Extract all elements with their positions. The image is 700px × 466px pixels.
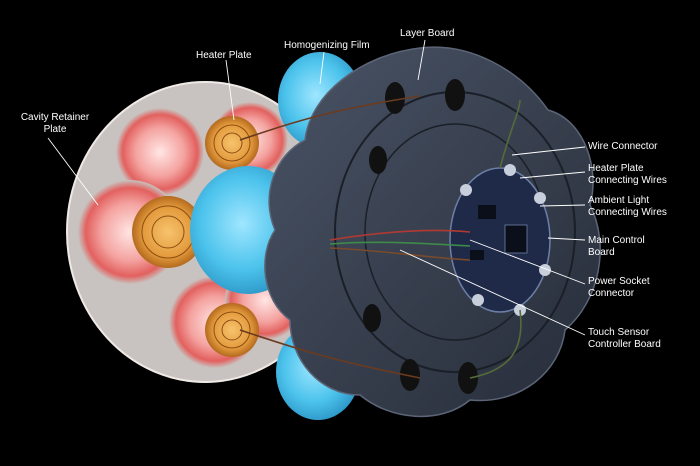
- label-power-socket-connector-line2: Connector: [588, 288, 635, 299]
- label-ambient-light-connecting-wires: Ambient Light Connecting Wires: [588, 195, 667, 219]
- label-touch-sensor-controller-board-line1: Touch Sensor: [588, 327, 650, 338]
- label-homogenizing-film: Homogenizing Film: [284, 40, 370, 51]
- wires: [239, 95, 522, 379]
- heater-plates: [132, 116, 259, 357]
- layer-board: [264, 46, 601, 418]
- label-ambient-light-connecting-wires-line1: Ambient Light: [588, 195, 650, 206]
- label-wire-connector: Wire Connector: [588, 141, 658, 152]
- label-cavity-retainer-plate: Cavity Retainer Plate: [18, 112, 92, 136]
- label-power-socket-connector-line1: Power Socket: [588, 276, 650, 287]
- label-layer-board: Layer Board: [400, 28, 455, 39]
- label-heater-plate-connecting-wires: Heater Plate Connecting Wires: [588, 163, 667, 187]
- label-power-socket-connector: Power Socket Connector: [588, 276, 650, 300]
- label-cavity-retainer-plate-line2: Plate: [43, 124, 67, 135]
- label-ambient-light-connecting-wires-line2: Connecting Wires: [588, 207, 667, 218]
- label-heater-plate-connecting-wires-line2: Connecting Wires: [588, 175, 667, 186]
- label-heater-plate-connecting-wires-line1: Heater Plate: [588, 163, 644, 174]
- leader-lines: [47, 39, 586, 336]
- label-main-control-board-line1: Main Control: [588, 235, 645, 246]
- main-control-board: [449, 164, 551, 316]
- label-touch-sensor-controller-board: Touch Sensor Controller Board: [588, 327, 661, 351]
- label-heater-plate: Heater Plate: [196, 50, 252, 61]
- label-touch-sensor-controller-board-line2: Controller Board: [588, 339, 661, 350]
- label-cavity-retainer-plate-line1: Cavity Retainer: [20, 112, 90, 123]
- label-main-control-board-line2: Board: [588, 247, 615, 258]
- label-main-control-board: Main Control Board: [588, 235, 645, 259]
